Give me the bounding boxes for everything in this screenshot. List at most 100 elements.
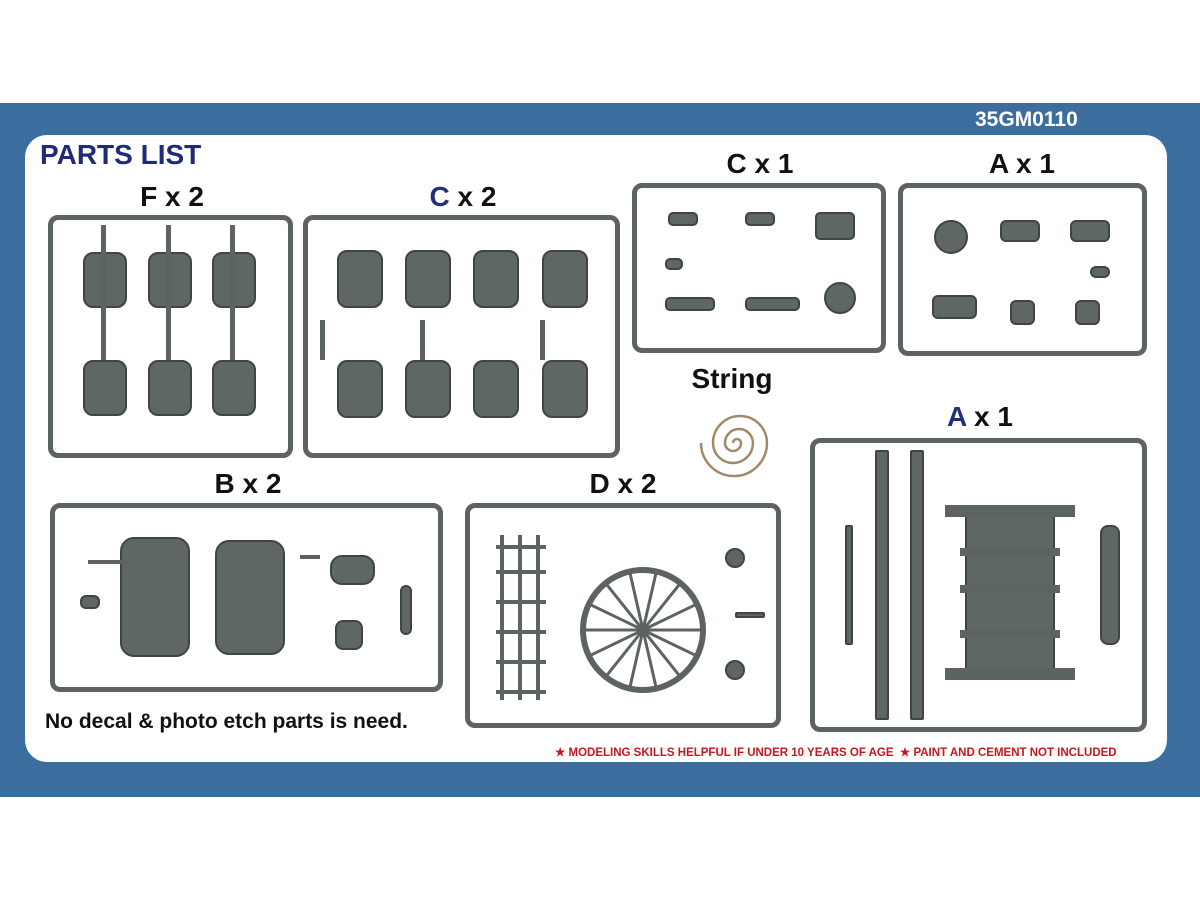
- sprue-qty: x 1: [1016, 148, 1055, 179]
- plastic-part: [824, 282, 856, 314]
- warning-line: ★ MODELING SKILLS HELPFUL IF UNDER 10 YE…: [555, 745, 1117, 759]
- plastic-part: [875, 450, 889, 720]
- plastic-part: [1100, 525, 1120, 645]
- plastic-part: [335, 620, 363, 650]
- sprue-gate: [300, 555, 320, 559]
- plastic-part: [400, 585, 412, 635]
- plastic-part: [1090, 266, 1110, 278]
- wheel-spoke: [642, 628, 696, 657]
- sprue-gate: [960, 585, 1060, 593]
- sprue-letter: F: [140, 181, 158, 212]
- sprue-f: [48, 215, 293, 458]
- wheel-spoke: [641, 573, 658, 631]
- plastic-part: [725, 548, 745, 568]
- sprue-qty: x 2: [242, 468, 282, 499]
- sprue-letter: A: [989, 148, 1009, 179]
- plastic-part: [665, 258, 683, 270]
- wheel-spoke: [641, 629, 658, 687]
- sprue-gate: [500, 535, 504, 700]
- plastic-part: [725, 660, 745, 680]
- plastic-part: [845, 525, 853, 645]
- plastic-part: [405, 360, 451, 418]
- warning-paint: PAINT AND CEMENT NOT INCLUDED: [913, 747, 1117, 759]
- plastic-part: [337, 250, 383, 308]
- sprue-gate: [496, 545, 546, 549]
- sprue-label-b: B x 2: [215, 468, 282, 500]
- plastic-part: [1070, 220, 1110, 242]
- plastic-part: [405, 250, 451, 308]
- sprue-gate: [320, 320, 325, 360]
- plastic-part: [542, 360, 588, 418]
- wheel-spoke: [605, 629, 645, 677]
- sprue-d: [465, 503, 781, 728]
- sprue-gate: [496, 570, 546, 574]
- sprue-gate: [420, 320, 425, 360]
- plastic-part: [668, 212, 698, 226]
- wheel-part-icon: [580, 567, 706, 693]
- sprue-label-a1: A x 1: [989, 148, 1055, 180]
- sprue-a-x1: [898, 183, 1147, 356]
- sprue-gate: [496, 600, 546, 604]
- plastic-part: [1000, 220, 1040, 242]
- sprue-label-d: D x 2: [590, 468, 657, 500]
- sprue-gate: [945, 668, 1075, 680]
- sprue-qty: x 1: [974, 401, 1013, 432]
- wheel-spoke: [641, 629, 681, 677]
- sprue-b: [50, 503, 443, 692]
- sprue-gate: [166, 225, 171, 360]
- sprue-gate: [518, 535, 522, 700]
- sprue-letter: B: [214, 468, 235, 499]
- string-label: String: [691, 363, 773, 394]
- plastic-part: [542, 250, 588, 308]
- wheel-spoke: [590, 628, 644, 657]
- wheel-spoke: [590, 603, 644, 632]
- sprue-label-a1-large: A x 1: [947, 401, 1013, 433]
- sprue-c-x2: [303, 215, 620, 458]
- sprue-label-c1: C x 1: [727, 148, 794, 180]
- wheel-spoke: [641, 583, 681, 631]
- wheel-spoke: [628, 573, 645, 631]
- wheel-spoke: [642, 603, 696, 632]
- plastic-part: [934, 220, 968, 254]
- string-spiral-icon: [699, 414, 769, 478]
- sprue-qty: x 2: [617, 468, 657, 499]
- wheel-spoke: [605, 583, 645, 631]
- sprue-label-f: F x 2: [140, 181, 204, 213]
- plastic-part: [473, 360, 519, 418]
- sprue-gate: [496, 690, 546, 694]
- sprue-a-x1-large: [810, 438, 1147, 732]
- plastic-part: [120, 537, 190, 657]
- plastic-part: [212, 360, 256, 416]
- product-code: 35GM0110: [975, 108, 1078, 131]
- sprue-qty: x 2: [164, 181, 204, 212]
- plastic-part: [337, 360, 383, 418]
- plastic-part: [932, 295, 977, 319]
- wheel-spoke: [628, 629, 645, 687]
- sprue-gate: [540, 320, 545, 360]
- plastic-part: [83, 360, 127, 416]
- plastic-part: [1075, 300, 1100, 325]
- note-text: No decal & photo etch parts is need.: [45, 710, 408, 733]
- sprue-gate: [536, 535, 540, 700]
- plastic-part: [215, 540, 285, 655]
- page-title: PARTS LIST: [40, 139, 202, 170]
- sprue-gate: [496, 660, 546, 664]
- sprue-label-c2: C x 2: [430, 181, 497, 213]
- sprue-qty: x 1: [754, 148, 794, 179]
- plastic-part: [745, 212, 775, 226]
- sprue-letter: C: [429, 181, 450, 212]
- plastic-part: [1010, 300, 1035, 325]
- plastic-part: [148, 360, 192, 416]
- sprue-gate: [101, 225, 106, 360]
- sprue-gate: [230, 225, 235, 360]
- plastic-part: [80, 595, 100, 609]
- plastic-part: [745, 297, 800, 311]
- plastic-part: [910, 450, 924, 720]
- plastic-part: [665, 297, 715, 311]
- warning-age: MODELING SKILLS HELPFUL IF UNDER 10 YEAR…: [568, 747, 894, 759]
- sprue-c-x1: [632, 183, 886, 353]
- sprue-gate: [945, 505, 1075, 517]
- sprue-gate: [960, 630, 1060, 638]
- sprue-gate: [88, 560, 128, 564]
- plastic-part: [815, 212, 855, 240]
